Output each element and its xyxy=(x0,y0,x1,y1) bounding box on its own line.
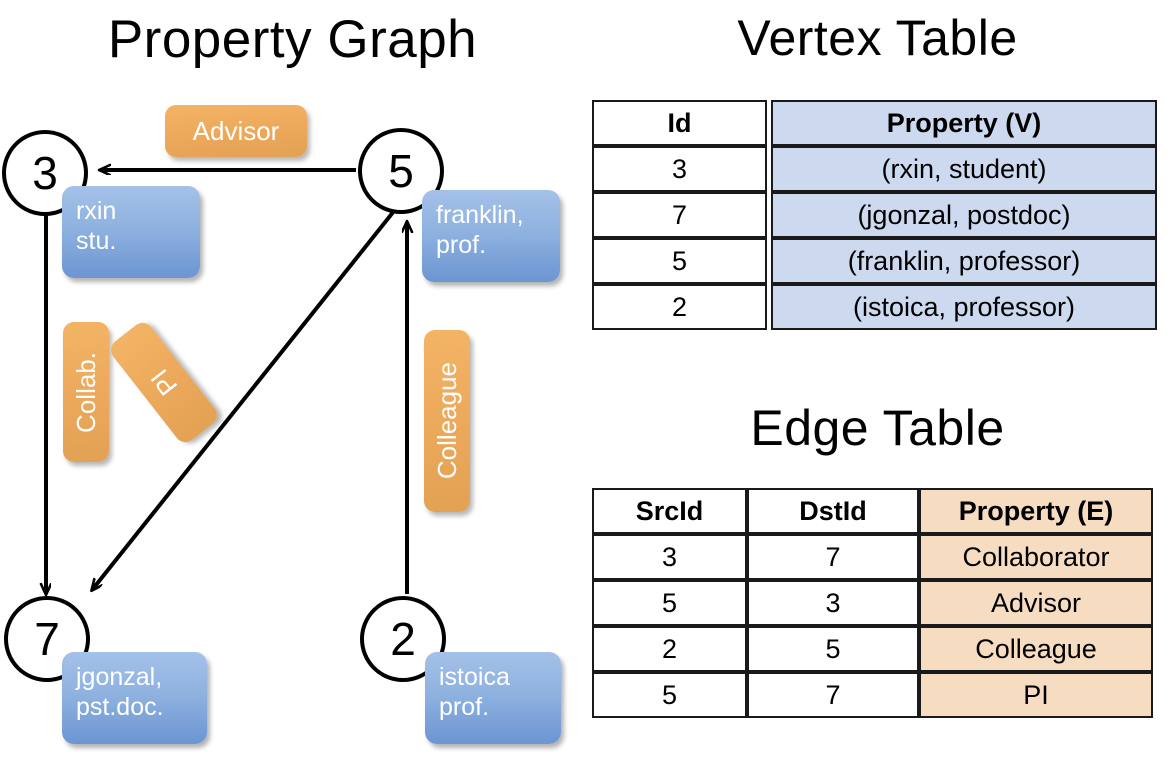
graph-node-3-label: 3 xyxy=(32,147,58,199)
graph-edges-layer xyxy=(0,0,585,760)
edge-row-0-src: 3 xyxy=(592,534,747,580)
vertex-row-3-id: 2 xyxy=(592,284,767,330)
page-title-vertex-table: Vertex Table xyxy=(737,10,1018,66)
vertex-property-box-jgonzal: jgonzal, pst.doc. xyxy=(62,652,207,744)
edge-table: SrcId DstId Property (E) 3 7 Collaborato… xyxy=(592,488,1153,718)
edge-label-collab: Collab. xyxy=(63,322,109,462)
vertex-row-2-property: (franklin, professor) xyxy=(771,238,1157,284)
graph-node-2[interactable]: 2 xyxy=(360,596,446,682)
table-column-gap xyxy=(767,192,771,238)
edge-table-header-srcid: SrcId xyxy=(592,488,747,534)
graph-node-5-label: 5 xyxy=(388,145,414,197)
table-row: 3 7 Collaborator xyxy=(592,534,1153,580)
table-row: 7 (jgonzal, postdoc) xyxy=(592,192,1157,238)
table-row: 2 (istoica, professor) xyxy=(592,284,1157,330)
vertex-property-franklin-line2: prof. xyxy=(436,231,487,259)
edge-table-header-property: Property (E) xyxy=(919,488,1153,534)
edge-label-advisor-text: Advisor xyxy=(192,115,280,146)
table-row: 3 (rxin, student) xyxy=(592,146,1157,192)
edge-row-3-src: 5 xyxy=(592,672,747,718)
table-column-gap xyxy=(767,284,771,330)
edge-table-header-row: SrcId DstId Property (E) xyxy=(592,488,1153,534)
table-row: 5 (franklin, professor) xyxy=(592,238,1157,284)
edge-row-0-property: Collaborator xyxy=(919,534,1153,580)
vertex-row-2-id: 5 xyxy=(592,238,767,284)
vertex-property-box-istoica: istoica prof. xyxy=(425,652,561,744)
edge-label-pi-text: PI xyxy=(144,363,183,402)
vertex-property-istoica-line1: istoica xyxy=(439,663,510,691)
table-column-gap xyxy=(767,238,771,284)
edge-row-1-dst: 3 xyxy=(747,580,919,626)
table-column-gap xyxy=(767,146,771,192)
edge-label-collab-text: Collab. xyxy=(70,351,101,433)
vertex-row-0-property: (rxin, student) xyxy=(771,146,1157,192)
edge-row-2-src: 2 xyxy=(592,626,747,672)
edge-row-0-dst: 7 xyxy=(747,534,919,580)
edge-5-to-7 xyxy=(92,209,396,590)
table-row: 2 5 Colleague xyxy=(592,626,1153,672)
vertex-table-header-id: Id xyxy=(592,100,767,146)
vertex-property-box-rxin: rxin stu. xyxy=(62,186,200,278)
vertex-row-1-property: (jgonzal, postdoc) xyxy=(771,192,1157,238)
edge-row-3-property: PI xyxy=(919,672,1153,718)
edge-label-colleague-text: Colleague xyxy=(431,362,462,480)
page-title-property-graph: Property Graph xyxy=(107,10,478,69)
vertex-property-franklin-line1: franklin, xyxy=(436,201,524,229)
vertex-table-header-row: Id Property (V) xyxy=(592,100,1157,146)
edge-row-2-dst: 5 xyxy=(747,626,919,672)
edge-label-advisor: Advisor xyxy=(165,105,307,157)
vertex-property-box-franklin: franklin, prof. xyxy=(422,190,560,282)
graph-node-2-label: 2 xyxy=(390,613,416,665)
edge-label-colleague: Colleague xyxy=(424,330,470,512)
edge-row-1-property: Advisor xyxy=(919,580,1153,626)
edge-table-header-dstid: DstId xyxy=(747,488,919,534)
vertex-property-jgonzal-line2: pst.doc. xyxy=(76,693,164,721)
property-graph-panel: Property Graph 3 5 7 2 rxin stu. frankli… xyxy=(0,0,585,760)
vertex-property-rxin-line1: rxin xyxy=(76,197,117,225)
graph-node-7-label: 7 xyxy=(34,613,60,665)
vertex-property-jgonzal-line1: jgonzal, xyxy=(76,663,163,691)
vertex-table-header-property: Property (V) xyxy=(771,100,1157,146)
edge-row-2-property: Colleague xyxy=(919,626,1153,672)
table-row: 5 7 PI xyxy=(592,672,1153,718)
vertex-table: Id Property (V) 3 (rxin, student) 7 (jgo… xyxy=(592,100,1157,330)
vertex-row-3-property: (istoica, professor) xyxy=(771,284,1157,330)
vertex-row-0-id: 3 xyxy=(592,146,767,192)
edge-row-3-dst: 7 xyxy=(747,672,919,718)
table-column-gap xyxy=(767,100,771,146)
graph-node-5[interactable]: 5 xyxy=(358,128,444,214)
table-row: 5 3 Advisor xyxy=(592,580,1153,626)
page-title-edge-table: Edge Table xyxy=(750,400,1005,456)
edge-row-1-src: 5 xyxy=(592,580,747,626)
vertex-row-1-id: 7 xyxy=(592,192,767,238)
vertex-property-istoica-line2: prof. xyxy=(439,693,490,721)
vertex-property-rxin-line2: stu. xyxy=(76,227,117,255)
